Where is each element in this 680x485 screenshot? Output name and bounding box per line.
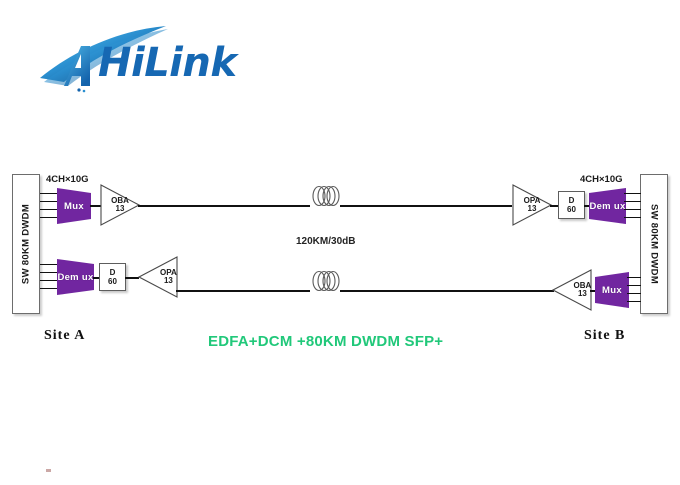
- site-a-chassis[interactable]: SW 80KM DWDM: [12, 174, 40, 314]
- amplifier-triangle-icon: [512, 184, 552, 226]
- lower-trunk-right: [340, 290, 554, 292]
- site-a-opa-amplifier[interactable]: OPA 13: [138, 255, 178, 299]
- upper-trunk-right: [340, 205, 512, 207]
- site-a-client-line-2: [40, 201, 58, 202]
- site-b-demux[interactable]: Dem ux: [589, 188, 626, 224]
- site-a-drop-line-1: [40, 264, 58, 265]
- site-b-client-line-4: [627, 301, 641, 302]
- amplifier-triangle-icon: [552, 269, 592, 311]
- site-b-chassis[interactable]: SW 80KM DWDM: [640, 174, 668, 314]
- site-b-drop-line-4: [624, 217, 641, 218]
- site-b-dcm-value: 60: [567, 205, 576, 214]
- site-b-drop-line-2: [624, 201, 641, 202]
- site-b-drop-line-3: [624, 209, 641, 210]
- site-a-oba-amplifier[interactable]: OBA 13: [100, 183, 140, 227]
- site-a-drop-line-3: [40, 280, 58, 281]
- site-b-dcm-label: D: [568, 195, 575, 205]
- site-b-channel-label: 4CH×10G: [580, 174, 623, 185]
- site-b-dcm-to-demux-wire: [584, 205, 590, 207]
- site-b-drop-line-1: [624, 193, 641, 194]
- site-b-client-line-2: [627, 285, 641, 286]
- site-a-mux-to-oba-wire: [90, 205, 102, 207]
- site-a-mux[interactable]: Mux: [57, 188, 91, 224]
- site-b-label: Site B: [584, 328, 626, 343]
- span-distance-label: 120KM/30dB: [296, 236, 356, 247]
- fiber-coil-icon: [312, 185, 340, 207]
- site-a-chassis-label: SW 80KM DWDM: [20, 203, 32, 285]
- site-a-drop-line-2: [40, 272, 58, 273]
- site-a-mux-label: Mux: [64, 200, 84, 212]
- site-a-drop-line-4: [40, 288, 58, 289]
- site-b-chassis-label: SW 80KM DWDM: [648, 203, 660, 285]
- diagram-caption: EDFA+DCM +80KM DWDM SFP+: [208, 333, 444, 350]
- site-a-dcm-to-opa-wire: [125, 277, 139, 279]
- site-a-channel-label: 4CH×10G: [46, 174, 89, 185]
- site-a-client-line-1: [40, 193, 58, 194]
- site-b-opa-amplifier[interactable]: OPA 13: [512, 183, 552, 227]
- site-b-client-line-1: [627, 277, 641, 278]
- page-artifact-mark: [46, 469, 51, 472]
- site-b-demux-label: Dem ux: [589, 200, 626, 212]
- fiber-spool-upper: [308, 185, 344, 207]
- site-b-oba-to-mux-wire: [590, 290, 596, 292]
- fiber-coil-icon: [312, 270, 340, 292]
- site-b-client-line-3: [627, 293, 641, 294]
- site-b-oba-amplifier[interactable]: OBA 13: [552, 268, 592, 312]
- fiber-spool-lower: [308, 270, 344, 292]
- site-b-mux[interactable]: Mux: [595, 272, 629, 308]
- site-a-client-line-3: [40, 209, 58, 210]
- amplifier-triangle-icon: [100, 184, 140, 226]
- site-b-opa-to-dcm-wire: [550, 205, 560, 207]
- site-a-dcm-value: 60: [108, 277, 117, 286]
- site-b-mux-label: Mux: [602, 284, 622, 296]
- site-a-label: Site A: [44, 328, 86, 343]
- site-a-demux[interactable]: Dem ux: [57, 259, 94, 295]
- site-b-dcm-module[interactable]: D 60: [558, 191, 585, 219]
- logo-swoosh-icon: [40, 26, 168, 93]
- site-a-dcm-module[interactable]: D 60: [99, 263, 126, 291]
- site-a-demux-label: Dem ux: [57, 271, 94, 283]
- lower-trunk-left: [176, 290, 310, 292]
- hilink-logo: HiLink: [34, 24, 254, 96]
- site-a-demux-to-dcm-wire: [93, 277, 101, 279]
- logo-wordmark: HiLink: [98, 40, 237, 86]
- site-a-client-line-4: [40, 217, 58, 218]
- site-a-dcm-label: D: [109, 267, 116, 277]
- upper-trunk-left: [138, 205, 310, 207]
- amplifier-triangle-icon: [138, 256, 178, 298]
